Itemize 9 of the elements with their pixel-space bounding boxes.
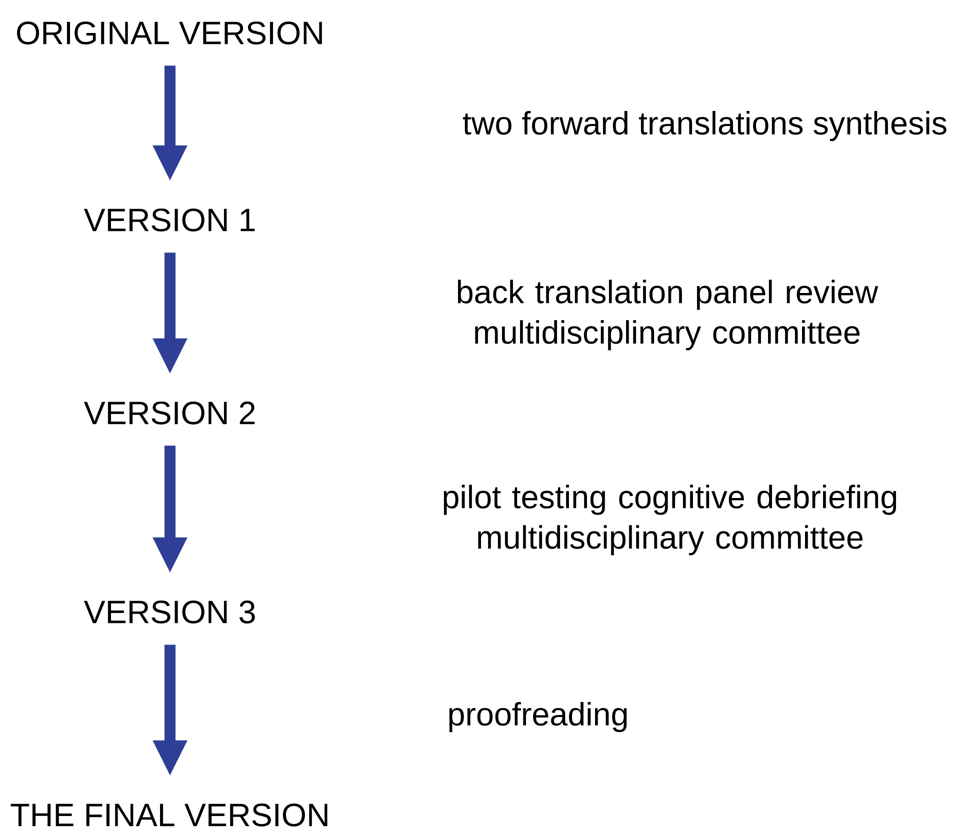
version-label: ORIGINAL VERSION	[17, 22, 322, 44]
version-label: VERSION 2	[84, 402, 255, 424]
version-label: VERSION 1	[84, 208, 255, 232]
step-note: back translation panel review multidisciplinary committee	[458, 280, 878, 350]
version-label: THE FINAL VERSION	[10, 804, 328, 826]
step-note: two forward translations synthesis	[462, 110, 946, 142]
step-note: pilot testing cognitive debriefing multidisciplinary committee	[444, 484, 896, 556]
version-label: VERSION 3	[84, 600, 255, 624]
step-note: proofreading	[449, 702, 627, 732]
